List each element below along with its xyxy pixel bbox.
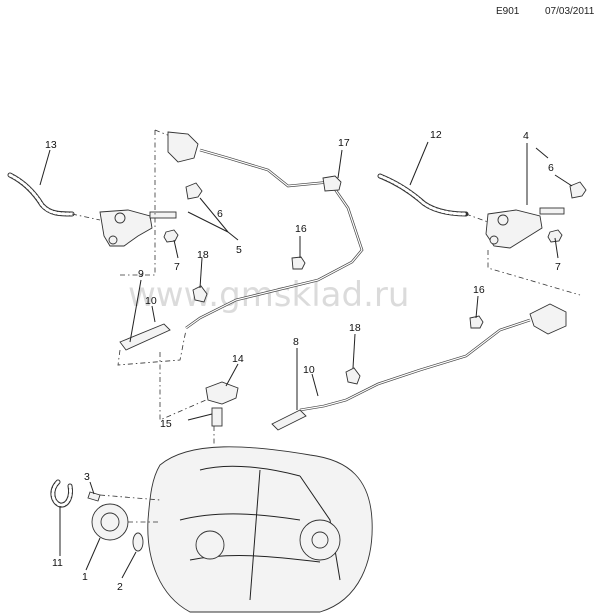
callout-16-right: 16 — [473, 284, 485, 296]
leader-lines — [39, 141, 573, 579]
callout-17: 17 — [338, 137, 350, 149]
callout-1: 1 — [82, 571, 88, 583]
callout-18-right: 18 — [349, 322, 361, 334]
pipe-lower-right — [271, 303, 567, 431]
left-master-cylinder-group — [7, 129, 203, 276]
callout-6-left: 6 — [217, 208, 223, 220]
right-master-cylinder-group — [377, 173, 587, 296]
callout-18-left: 18 — [197, 249, 209, 261]
clip-6-right — [569, 181, 587, 199]
pipe-upper-left — [117, 131, 364, 366]
pipe-connector-right — [529, 303, 567, 335]
seal-2 — [132, 532, 144, 552]
diagram-code: E901 — [496, 6, 520, 17]
callout-labels: 13 12 4 6 7 6 5 7 17 16 18 9 10 16 18 8 … — [45, 129, 561, 593]
callout-12: 12 — [430, 129, 442, 141]
master-cylinder-left — [99, 209, 153, 247]
callout-10-left: 10 — [145, 295, 157, 307]
hose-end-9 — [119, 323, 171, 351]
callout-2: 2 — [117, 581, 123, 593]
hose-end-8 — [271, 409, 307, 431]
callout-5: 5 — [236, 244, 242, 256]
callout-6-right: 6 — [548, 162, 554, 174]
callout-10-right: 10 — [303, 364, 315, 376]
clip-16-left — [291, 256, 306, 270]
diagram-date: 07/03/2011 — [545, 6, 595, 17]
callout-15: 15 — [160, 418, 172, 430]
callout-3: 3 — [84, 471, 90, 483]
pushrod-right — [539, 207, 565, 215]
bolt-3 — [87, 491, 101, 502]
pushrod-left — [149, 211, 177, 219]
clip-6-left — [185, 182, 203, 200]
transmission-housing — [147, 446, 373, 613]
callout-8: 8 — [293, 336, 299, 348]
clip-16-right — [469, 315, 484, 329]
callout-11: 11 — [52, 557, 63, 569]
fitting-group — [159, 352, 239, 445]
nut-7-right — [547, 229, 563, 243]
pipe-connector-top — [167, 131, 199, 163]
callout-7-right: 7 — [555, 261, 561, 273]
connector-17 — [322, 175, 342, 192]
callout-9: 9 — [138, 268, 144, 280]
callout-4: 4 — [523, 130, 529, 142]
nut-7-left — [163, 229, 179, 243]
watermark: www.gmsklad.ru — [128, 275, 409, 315]
fitting-15 — [211, 407, 223, 427]
callout-14: 14 — [232, 353, 244, 365]
fitting-14 — [205, 381, 239, 405]
callout-13: 13 — [45, 139, 57, 151]
slave-cylinder-group — [50, 479, 161, 552]
callout-16-left: 16 — [295, 223, 307, 235]
callout-7-left: 7 — [174, 261, 180, 273]
clip-18-right — [345, 367, 361, 385]
